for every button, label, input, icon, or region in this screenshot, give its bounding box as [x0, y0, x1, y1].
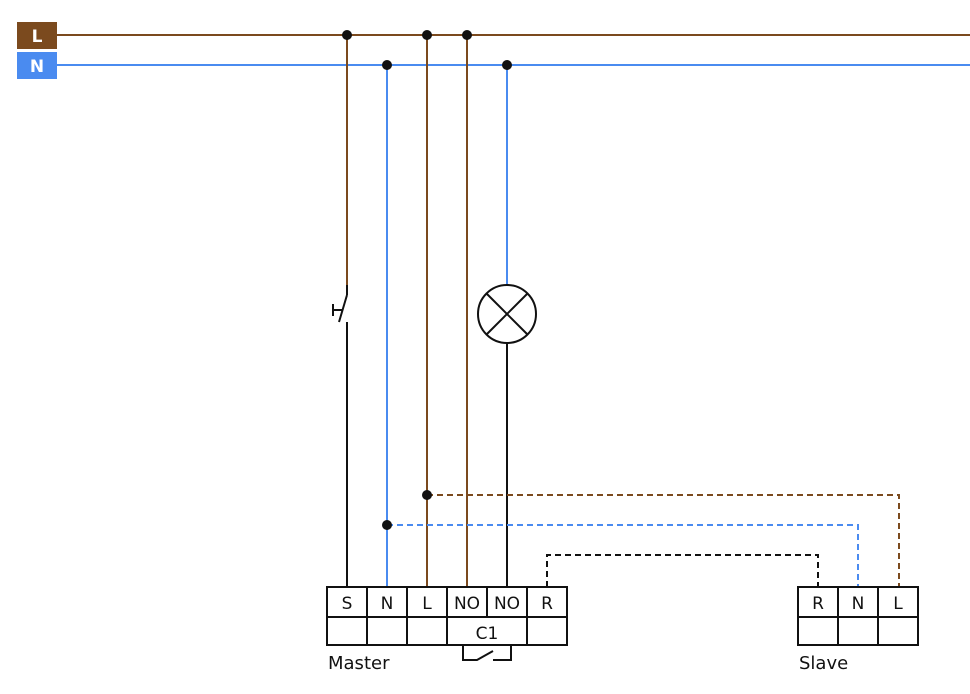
lamp-icon: [477, 284, 537, 344]
junction-dots: [342, 30, 512, 530]
master-terminal-n: N: [381, 594, 394, 614]
master-terminal-r: R: [541, 594, 553, 614]
junction-dot: [382, 60, 392, 70]
master-terminal-s: S: [342, 594, 353, 614]
junction-dot: [462, 30, 472, 40]
slave-live-dashed-wire: [427, 494, 900, 587]
junction-dot: [422, 490, 432, 500]
contact-label: C1: [476, 624, 499, 644]
remote-dashed-wire: [546, 554, 819, 587]
master-terminal-l: L: [422, 594, 432, 614]
slave-neutral-dashed-wire: [387, 524, 859, 587]
slave-label: Slave: [799, 653, 848, 674]
neutral-label: N: [30, 57, 44, 77]
master-label: Master: [328, 653, 390, 674]
master-terminal-no-1: NO: [454, 594, 480, 614]
junction-dot: [342, 30, 352, 40]
junction-dot: [502, 60, 512, 70]
live-label-box: [17, 22, 57, 49]
live-label: L: [32, 27, 43, 47]
junction-dot: [422, 30, 432, 40]
neutral-label-box: [17, 52, 57, 79]
relay-contact-icon: [462, 645, 512, 661]
slave-terminal-r: R: [812, 594, 824, 614]
slave-terminal-n: N: [852, 594, 865, 614]
pushbutton-switch-icon: [332, 285, 348, 335]
master-terminal-block: [326, 586, 568, 646]
master-terminal-no-2: NO: [494, 594, 520, 614]
junction-dot: [382, 520, 392, 530]
slave-terminal-l: L: [893, 594, 903, 614]
slave-terminal-block: [797, 586, 919, 646]
